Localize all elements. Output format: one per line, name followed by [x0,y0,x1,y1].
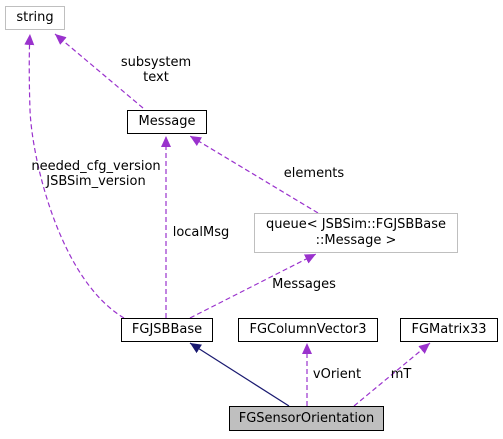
node-fgmatrix33-label: FGMatrix33 [411,322,487,337]
edge-label-versions: needed_cfg_version JSBSim_version [26,159,166,189]
edge-label-elements: elements [283,166,345,181]
edge-label-jsbsim-version: JSBSim_version [46,174,146,189]
node-queue-message[interactable]: queue< JSBSim::FGJSBBase ::Message > [254,213,458,253]
node-fgjsbbase[interactable]: FGJSBBase [121,318,213,342]
node-fgcolumnvector3-label: FGColumnVector3 [249,322,367,337]
node-queue-line1: queue< JSBSim::FGJSBBase [265,217,447,232]
edge-fgjsbbase-to-string [24,33,125,319]
node-fgsensororientation[interactable]: FGSensorOrientation [229,406,384,431]
node-fgjsbbase-label: FGJSBBase [131,322,203,337]
edge-label-subsystem: subsystem [120,55,192,70]
edge-label-subsystem-text: subsystem text [112,55,200,85]
node-fgcolumnvector3[interactable]: FGColumnVector3 [238,318,378,342]
edge-label-mt: mT [390,367,412,382]
edge-queue-to-message [189,135,319,214]
node-queue-line2: ::Message > [315,233,397,248]
edge-label-messages: Messages [272,277,336,292]
edge-label-text: text [143,70,169,85]
edge-label-vorient: vOrient [312,367,362,382]
edge-label-localmsg: localMsg [172,225,230,240]
node-string[interactable]: string [5,6,65,30]
edge-sensor-to-fgmatrix33 [353,342,431,407]
node-message-label: Message [138,114,196,129]
edge-label-needed-cfg-version: needed_cfg_version [31,159,161,174]
edge-sensor-to-fgjsbbase [189,342,290,407]
node-string-label: string [16,10,54,25]
node-message[interactable]: Message [127,110,207,134]
node-fgmatrix33[interactable]: FGMatrix33 [400,318,498,342]
node-fgsensororientation-label: FGSensorOrientation [238,410,375,426]
edge-message-to-string [54,33,144,109]
